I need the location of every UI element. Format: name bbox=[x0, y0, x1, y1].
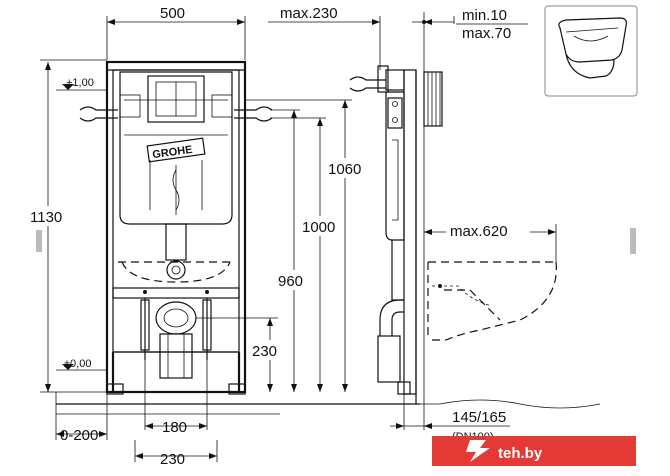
dim-wall-depth: 145/165 (DN100) bbox=[390, 394, 510, 443]
dim-frame-width: 500 bbox=[106, 5, 246, 60]
dim-230-height: 230 bbox=[196, 317, 286, 392]
label-1000: 1000 bbox=[302, 219, 335, 236]
dim-total-height: 1130 bbox=[28, 59, 107, 393]
watermark-badge: teh.by bbox=[432, 436, 636, 466]
watermark-text: teh.by bbox=[498, 445, 543, 462]
dim-1000: 1000 bbox=[270, 117, 342, 392]
label-max-230: max.230 bbox=[280, 5, 338, 22]
dim-drain-spacing: 230 bbox=[134, 440, 218, 468]
toilet-bowl-side-dashed bbox=[427, 261, 557, 341]
dim-1060: 1060 bbox=[245, 99, 368, 392]
grohe-logo-text: GROHE bbox=[152, 144, 194, 161]
water-inlet-left bbox=[79, 106, 118, 122]
level-markers: +1,00 ±0,00 bbox=[56, 77, 107, 371]
wall-line bbox=[415, 32, 425, 404]
label-180: 180 bbox=[162, 419, 187, 436]
label-max-620: max.620 bbox=[450, 223, 508, 240]
frame-side-view bbox=[349, 65, 443, 395]
label-1060: 1060 bbox=[328, 161, 361, 178]
label-0-200: 0-200 bbox=[60, 427, 98, 444]
label-min-10: min.10 bbox=[462, 7, 507, 24]
dim-bolt-spacing: 180 bbox=[144, 360, 208, 436]
frame-front-view: GROHE bbox=[105, 60, 247, 395]
label-500: 500 bbox=[160, 5, 185, 22]
lightning-icon bbox=[466, 440, 490, 462]
dim-960: 960 bbox=[270, 109, 310, 392]
label-1130: 1130 bbox=[30, 209, 62, 226]
floor-line bbox=[56, 399, 601, 415]
label-960: 960 bbox=[278, 273, 303, 290]
label-230-bottom: 230 bbox=[160, 451, 185, 468]
dim-bowl-projection: max.620 bbox=[424, 220, 557, 262]
dim-wall-gap: min.10 max.70 bbox=[412, 7, 528, 42]
scroll-marker-left bbox=[36, 230, 42, 252]
label-max-70: max.70 bbox=[462, 25, 511, 42]
dim-floor-range: 0-200 bbox=[55, 392, 108, 444]
label-230-height: 230 bbox=[252, 343, 277, 360]
label-zero-level: ±0,00 bbox=[64, 358, 91, 370]
scroll-marker-right bbox=[630, 228, 636, 254]
water-inlet-right bbox=[234, 106, 273, 122]
grohe-logo: GROHE bbox=[146, 137, 206, 163]
toilet-thumbnail bbox=[544, 5, 638, 97]
dim-pipe-depth: max.230 bbox=[268, 5, 381, 70]
label-145-165: 145/165 bbox=[452, 409, 506, 426]
label-plus-level: +1,00 bbox=[66, 77, 94, 89]
